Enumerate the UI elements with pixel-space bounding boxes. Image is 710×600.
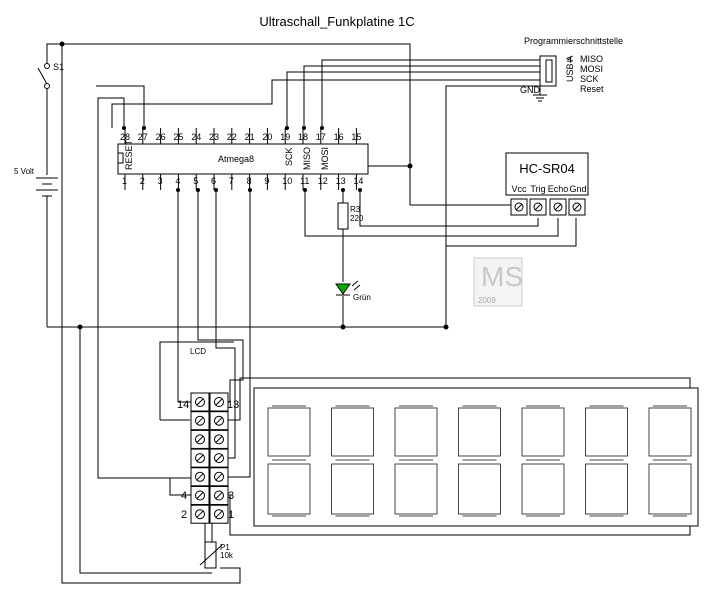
watermark-year: 2009 — [478, 296, 496, 305]
pot-value: 10k — [220, 551, 234, 560]
mcu-pin-bottom: 4 — [175, 176, 180, 186]
mcu-pin-top: 21 — [245, 132, 255, 142]
prog-pin-reset: Reset — [580, 84, 604, 94]
lcd-pin-3: 3 — [228, 490, 234, 502]
lcd-pin-13: 13 — [227, 399, 239, 411]
lcd-digit — [521, 405, 565, 517]
mcu-pin-top: 22 — [227, 132, 237, 142]
mcu-pin-bottom: 8 — [247, 176, 252, 186]
mcu-pin-bottom: 3 — [158, 176, 163, 186]
lcd-display — [253, 387, 699, 527]
led-green: Grün — [335, 280, 371, 302]
mcu-pin-top: 19 — [280, 132, 290, 142]
mcu-pin-top: 17 — [316, 132, 326, 142]
mcu-pin-top: 18 — [298, 132, 308, 142]
junctions — [59, 41, 449, 330]
mcu-pin-bottom: 9 — [264, 176, 269, 186]
mcu-pin-top: 23 — [209, 132, 219, 142]
mcu-name: Atmega8 — [218, 154, 254, 164]
watermark-logo: MS 2009 — [473, 257, 523, 307]
mcu-pin-bottom: 5 — [193, 176, 198, 186]
mcu-pin-top: 15 — [351, 132, 361, 142]
lcd-connector: LCD 14 13 4 3 2 1 — [177, 347, 239, 524]
mcu-pin-bottom: 6 — [211, 176, 216, 186]
sensor-pin-gnd: Gnd — [569, 184, 586, 194]
mcu-pin-top: 20 — [262, 132, 272, 142]
mcu-pin-bottom: 1 — [122, 176, 127, 186]
pin-label-mosi: MOSI — [320, 147, 330, 170]
mcu-pin-bottom: 13 — [336, 176, 346, 186]
battery-label: 5 Volt — [14, 167, 35, 176]
mcu-pin-top: 27 — [138, 132, 148, 142]
pin-label-sck: SCK — [284, 147, 294, 166]
mcu-pin-bottom: 7 — [229, 176, 234, 186]
sensor-pin-vcc: Vcc — [511, 184, 527, 194]
mcu-pin-top: 16 — [334, 132, 344, 142]
mcu-pin-top: 24 — [191, 132, 201, 142]
mcu-pin-bottom: 14 — [353, 176, 363, 186]
lcd-digit — [648, 405, 692, 517]
lcd-digit — [585, 405, 628, 517]
sensor-hcsr04: HC-SR04 Vcc Trig Echo Gnd — [505, 152, 589, 216]
lcd-pin-4: 4 — [181, 490, 187, 502]
prog-pin-number: 4 — [567, 55, 572, 65]
resistor-name: R3 — [350, 205, 361, 214]
prog-gnd-label: GND — [520, 85, 541, 95]
switch-label: S1 — [53, 62, 64, 72]
mcu-pin-bottom: 12 — [318, 176, 328, 186]
programming-interface: Programmierschnittstelle MISO MOSI SCK R… — [520, 36, 623, 102]
lcd-digit — [331, 405, 374, 517]
sensor-pin-echo: Echo — [548, 184, 569, 194]
lcd-pin-14: 14 — [177, 399, 189, 411]
wires — [46, 43, 691, 584]
lcd-digit — [394, 405, 438, 517]
lcd-digit — [458, 405, 501, 517]
lcd-label: LCD — [190, 347, 206, 356]
mcu-pin-top: 28 — [120, 132, 130, 142]
resistor-r3: R3 220 — [337, 202, 364, 230]
prog-interface-title: Programmierschnittstelle — [524, 36, 623, 46]
lcd-pin-1: 1 — [228, 509, 234, 521]
watermark-letters: MS — [481, 261, 523, 292]
mcu-pin-bottom: 11 — [300, 176, 309, 186]
mcu-pin-top: 25 — [173, 132, 183, 142]
mcu-pin-bottom: 10 — [282, 176, 292, 186]
prog-pin-sck: SCK — [580, 74, 599, 84]
prog-connector-label: USB A — [565, 55, 575, 82]
lcd-pin-2: 2 — [181, 509, 187, 521]
sensor-name: HC-SR04 — [519, 161, 575, 176]
mcu-pin-top: 26 — [156, 132, 166, 142]
battery: 5 Volt — [14, 167, 58, 197]
led-label: Grün — [353, 293, 371, 302]
diagram-title: Ultraschall_Funkplatine 1C — [259, 14, 414, 29]
prog-pin-mosi: MOSI — [580, 64, 603, 74]
pin-label-reset: RESET — [124, 139, 134, 170]
lcd-digit — [267, 405, 311, 517]
resistor-value: 220 — [350, 214, 364, 223]
potentiometer-p1: P1 10k — [199, 541, 234, 569]
prog-pin-miso: MISO — [580, 54, 603, 64]
switch-s1: S1 — [37, 62, 64, 89]
pot-name: P1 — [220, 543, 230, 552]
sensor-pin-trig: Trig — [530, 184, 545, 194]
pin-label-miso: MISO — [302, 147, 312, 170]
mcu-pin-bottom: 2 — [140, 176, 145, 186]
